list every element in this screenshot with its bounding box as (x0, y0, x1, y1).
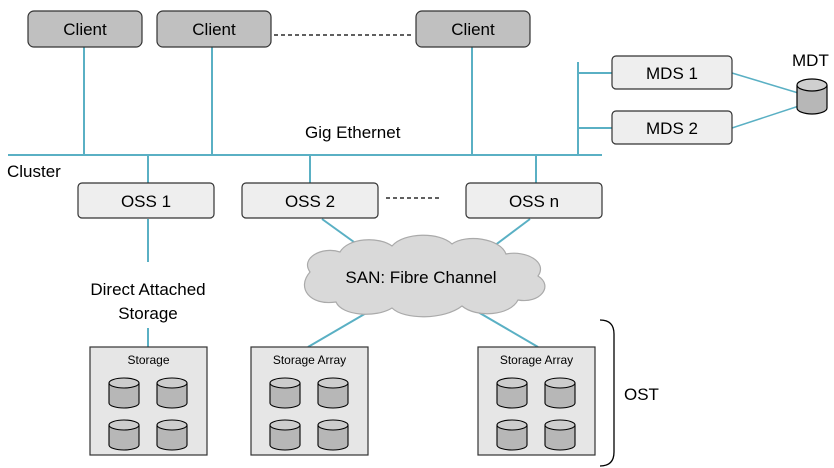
client-node: Client (415, 10, 531, 48)
storage-label: Storage (127, 353, 169, 367)
san-label: SAN: Fibre Channel (345, 268, 496, 287)
disk-icon (496, 419, 528, 451)
disk-icon (317, 419, 349, 451)
mds-1-mdt-link (731, 72, 806, 96)
mds-2-mdt-link (731, 103, 806, 129)
mds-2-node: MDS 2 (611, 110, 733, 145)
disk-icon (108, 419, 140, 451)
storage-array-unit: Storage Array (250, 346, 369, 456)
gig-ethernet-label: Gig Ethernet (305, 123, 401, 142)
mdt-label: MDT (792, 51, 829, 70)
oss-n-label: OSS n (509, 192, 559, 211)
mdt-disk-icon (796, 78, 828, 115)
disk-icon (108, 377, 140, 409)
client-node: Client (156, 10, 272, 48)
disk-group (108, 377, 576, 451)
disk-icon (496, 377, 528, 409)
san-cloud: SAN: Fibre Channel (304, 234, 546, 318)
san-array-2-link (477, 311, 539, 348)
ost-label: OST (624, 385, 659, 404)
direct-attached-label-line2: Storage (118, 304, 178, 323)
storage-array-unit: Storage Array (477, 346, 596, 456)
san-array-1-link (307, 311, 369, 348)
client-label: Client (192, 20, 236, 39)
ost-bracket (599, 319, 615, 467)
mdt-links (731, 72, 806, 129)
oss-2-node: OSS 2 (241, 182, 379, 219)
oss-n-node: OSS n (465, 182, 603, 219)
disk-icon (544, 377, 576, 409)
storage-array-label: Storage Array (273, 353, 346, 367)
client-label: Client (63, 20, 107, 39)
disk-icon (269, 419, 301, 451)
disk-icon (156, 419, 188, 451)
storage-unit: Storage (89, 346, 208, 456)
disk-icon (156, 377, 188, 409)
disk-icon (544, 419, 576, 451)
oss-1-label: OSS 1 (121, 192, 171, 211)
storage-array-label: Storage Array (500, 353, 573, 367)
mds-1-label: MDS 1 (646, 64, 698, 83)
mds-1-node: MDS 1 (611, 55, 733, 90)
client-node: Client (27, 10, 143, 48)
direct-attached-label-line1: Direct Attached (90, 280, 205, 299)
disk-icon (269, 377, 301, 409)
oss-1-node: OSS 1 (77, 182, 215, 219)
mds-2-label: MDS 2 (646, 119, 698, 138)
client-label: Client (451, 20, 495, 39)
oss-2-label: OSS 2 (285, 192, 335, 211)
disk-icon (317, 377, 349, 409)
cluster-label: Cluster (7, 162, 61, 181)
